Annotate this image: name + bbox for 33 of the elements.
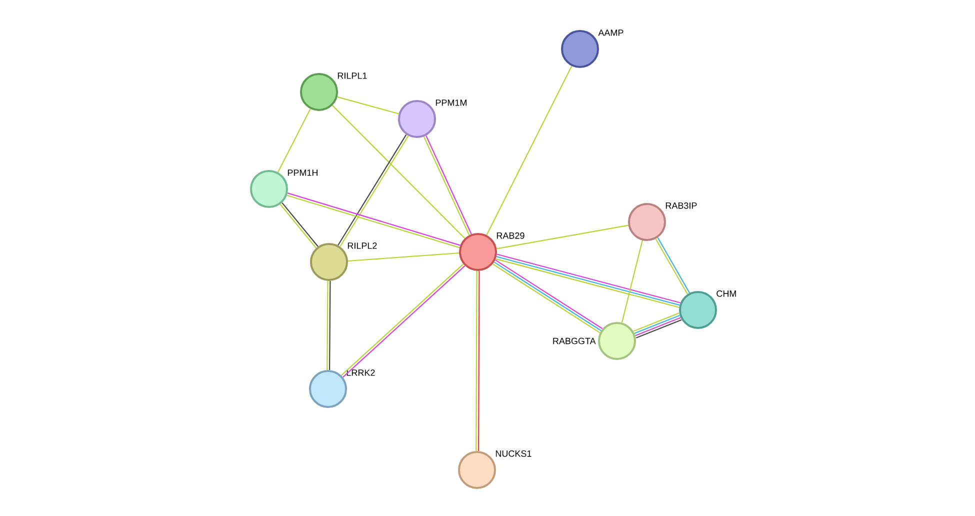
node-label: CHM xyxy=(716,290,736,297)
node-label: NUCKS1 xyxy=(496,450,532,457)
connection-line xyxy=(337,96,399,114)
node-label: RILPL2 xyxy=(348,242,377,249)
node-label: PPM1M xyxy=(436,100,466,106)
node-label: PPM1H xyxy=(288,170,318,176)
connection-line xyxy=(476,270,478,451)
connection-line xyxy=(348,252,460,262)
protein-node: NUCKS1 xyxy=(458,450,532,489)
node-label: AAMP xyxy=(598,30,624,36)
protein-node: RAB29 xyxy=(459,232,524,271)
protein-node: LRRK2 xyxy=(309,370,375,408)
protein-node: RILPL2 xyxy=(310,242,377,281)
protein-node: AAMP xyxy=(561,30,624,68)
connection-line xyxy=(326,280,328,370)
connection-line xyxy=(329,281,331,370)
node-label: RILPL1 xyxy=(338,72,367,79)
protein-node: RABGGTA xyxy=(553,322,636,360)
node-label: LRRK2 xyxy=(346,370,375,376)
connection-line xyxy=(478,271,480,451)
connection-line xyxy=(496,224,628,250)
protein-node: CHM xyxy=(679,290,736,329)
protein-node: PPM1H xyxy=(250,170,318,208)
protein-node: RILPL1 xyxy=(300,72,367,111)
protein-node: RAB3IP xyxy=(628,202,697,241)
node-label: RAB29 xyxy=(496,232,524,239)
connection-line xyxy=(332,105,466,239)
node-label: RABGGTA xyxy=(553,338,596,344)
connection-line xyxy=(277,108,311,172)
connection-line xyxy=(486,66,572,236)
node-label: RAB3IP xyxy=(666,202,697,209)
connection-line xyxy=(621,240,643,323)
protein-node: PPM1M xyxy=(398,100,466,138)
